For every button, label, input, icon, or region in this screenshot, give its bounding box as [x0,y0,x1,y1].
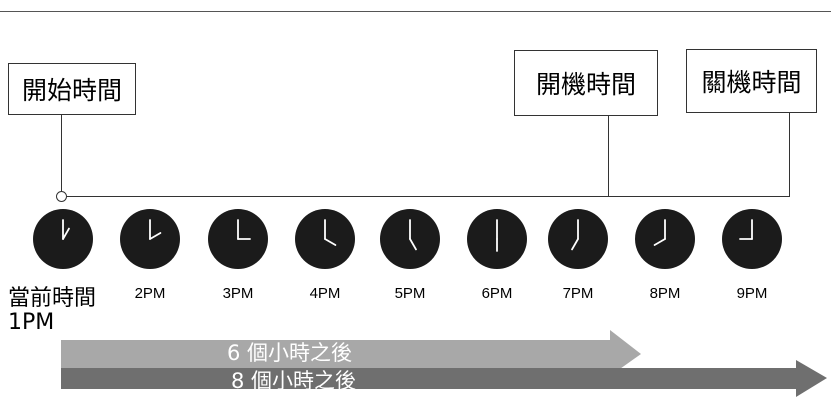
clock-icon [635,209,695,269]
start-time-connector [61,115,62,192]
clock-icon [120,209,180,269]
timeline-origin-dot [56,191,67,202]
clock-icon [33,209,93,269]
hour-label: 4PM [309,285,341,302]
six-hours-arrow [61,330,641,376]
power-on-connector [608,116,609,196]
eight-hours-label: 8 個小時之後 [231,369,357,393]
current-time-caption: 當前時間 1PM [8,287,96,335]
current-time-value: 1PM [8,310,55,335]
top-divider [0,11,831,12]
hour-label: 9PM [736,285,768,302]
start-time-label: 開始時間 [8,63,136,115]
hour-label: 8PM [649,285,681,302]
clock-icon [467,209,527,269]
clock-icon [722,209,782,269]
hour-label: 7PM [562,285,594,302]
current-time-title: 當前時間 [8,286,97,311]
power-off-connector [789,113,790,196]
timeline-line [66,196,790,197]
power-on-time-label: 開機時間 [514,50,658,116]
six-hours-label: 6 個小時之後 [227,341,353,365]
clock-icon [295,209,355,269]
eight-hours-arrow [61,360,827,397]
hour-label: 6PM [481,285,513,302]
power-off-time-label: 關機時間 [686,49,817,113]
clock-icon [208,209,268,269]
clock-icon [380,209,440,269]
hour-label: 5PM [394,285,426,302]
hour-label: 2PM [134,285,166,302]
hour-label: 3PM [222,285,254,302]
clock-icon [548,209,608,269]
